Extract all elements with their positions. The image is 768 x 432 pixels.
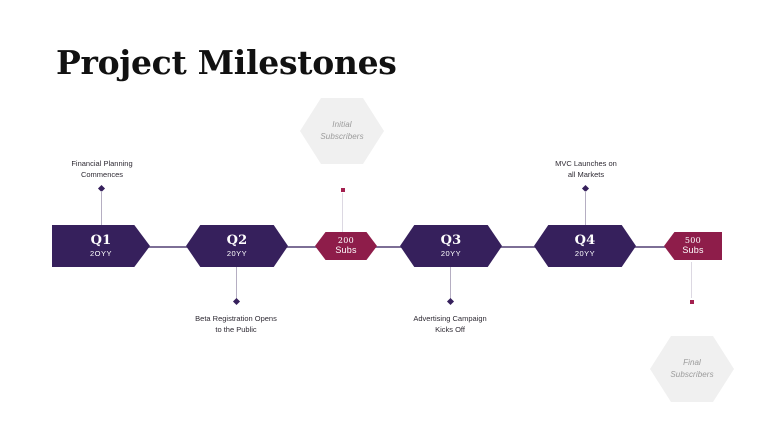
milestone-subscribers-500-label: Subs bbox=[682, 244, 704, 255]
milestone-q1-subtitle: 2OYY bbox=[89, 248, 112, 258]
milestone-q3-title: Q3 bbox=[440, 233, 462, 249]
milestone-q1[interactable]: Q1 2OYY bbox=[52, 225, 150, 267]
milestone-subscribers-500-count: 500 bbox=[684, 235, 702, 245]
annotation-dot-q3 bbox=[446, 297, 455, 306]
page-title: Project Milestones bbox=[56, 43, 397, 82]
milestone-q4-subtitle: 20YY bbox=[574, 248, 596, 258]
milestone-subscribers-500[interactable]: 500 Subs bbox=[664, 232, 722, 260]
leader-line-q3 bbox=[450, 267, 451, 300]
leader-line-initial-subscribers bbox=[342, 193, 343, 232]
milestone-q4-title: Q4 bbox=[574, 233, 596, 249]
ghost-hexagon-initial-subscribers-label: Initial Subscribers bbox=[320, 120, 364, 141]
spine-segment-q1-q2 bbox=[140, 246, 202, 248]
annotation-beta-registration: Beta Registration Opens to the Public bbox=[195, 314, 277, 335]
milestone-q4[interactable]: Q4 20YY bbox=[534, 225, 636, 267]
milestone-q3[interactable]: Q3 20YY bbox=[400, 225, 502, 267]
leader-line-q1 bbox=[101, 191, 102, 225]
milestone-q2-title: Q2 bbox=[226, 233, 248, 249]
milestone-q2-subtitle: 20YY bbox=[226, 248, 248, 258]
annotation-financial-planning: Financial Planning Commences bbox=[71, 159, 133, 180]
annotation-dot-q2 bbox=[232, 297, 241, 306]
milestone-subscribers-200-count: 200 bbox=[337, 235, 355, 245]
milestone-subscribers-200[interactable]: 200 Subs bbox=[315, 232, 377, 260]
spine-segment-q3-q4 bbox=[484, 246, 542, 248]
ghost-dot-initial-subscribers bbox=[341, 188, 345, 192]
spine-segment-q4-subs500 bbox=[618, 246, 670, 248]
leader-line-q4 bbox=[585, 191, 586, 225]
ghost-hexagon-final-subscribers-label: Final Subscribers bbox=[670, 358, 714, 379]
milestone-q1-title: Q1 bbox=[90, 233, 112, 249]
annotation-advertising-campaign: Advertising Campaign Kicks Off bbox=[413, 314, 487, 335]
spine-segment-subs200-q3 bbox=[365, 246, 410, 248]
leader-line-q2 bbox=[236, 267, 237, 300]
spine-segment-q2-subs200 bbox=[275, 246, 323, 248]
leader-line-final-subscribers bbox=[691, 262, 692, 298]
milestone-subscribers-200-label: Subs bbox=[335, 244, 357, 255]
annotation-mvc-launches: MVC Launches on all Markets bbox=[555, 159, 617, 180]
milestone-q3-subtitle: 20YY bbox=[440, 248, 462, 258]
ghost-dot-final-subscribers bbox=[690, 300, 694, 304]
milestone-q2[interactable]: Q2 20YY bbox=[186, 225, 288, 267]
ghost-hexagon-initial-subscribers: Initial Subscribers bbox=[300, 98, 384, 164]
ghost-hexagon-final-subscribers: Final Subscribers bbox=[650, 336, 734, 402]
